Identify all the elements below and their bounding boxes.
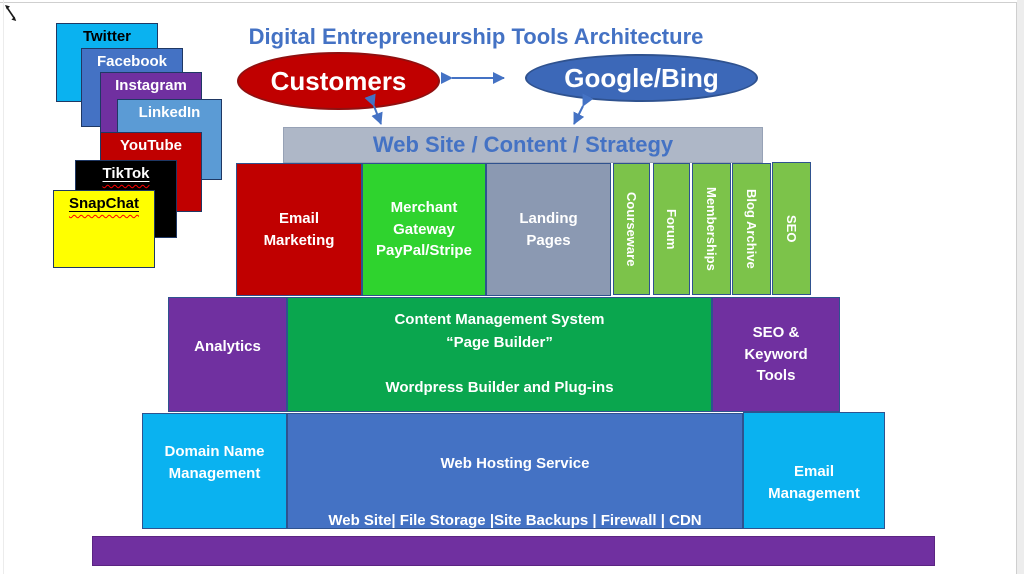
analytics-label: Analytics: [194, 338, 261, 355]
social-label-youtube: YouTube: [120, 137, 182, 154]
email-management-box[interactable]: Email Management: [743, 412, 885, 529]
arrow-customers-website: [364, 93, 383, 125]
slide-top-edge: [0, 2, 1017, 3]
tab-seo-label: SEO: [784, 214, 799, 243]
social-label-tiktok: TikTok: [102, 165, 150, 182]
social-box-snapchat[interactable]: SnapChat: [53, 190, 155, 268]
spellcheck-underline: TikTok: [103, 165, 150, 182]
strategy-bar[interactable]: Web Site / Content / Strategy: [283, 127, 763, 163]
tab-memberships[interactable]: Memberships: [692, 163, 731, 295]
tab-blog-archive[interactable]: Blog Archive: [732, 163, 771, 295]
seo-keyword-tools-label: SEO & Keyword Tools: [744, 323, 808, 385]
slide-right-edge: [1016, 2, 1017, 574]
email-marketing-box[interactable]: Email Marketing: [236, 163, 362, 296]
web-hosting-items: Web Site| File Storage |Site Backups | F…: [328, 512, 702, 530]
window-right-margin: [1017, 0, 1024, 574]
page-title: Digital Entrepreneurship Tools Architect…: [248, 24, 704, 49]
slide-left-edge: [3, 0, 4, 574]
social-label-instagram: Instagram: [115, 77, 187, 94]
merchant-gateway-label: Merchant Gateway PayPal/Stripe: [376, 198, 472, 260]
mouse-cursor-icon: [5, 5, 17, 21]
arrow-google-website: [573, 93, 594, 125]
tab-seo[interactable]: SEO: [772, 162, 811, 295]
email-marketing-label: Email Marketing: [263, 209, 335, 249]
base-bar[interactable]: [92, 536, 935, 566]
tab-forum-label: Forum: [664, 208, 679, 250]
email-management-label: Email Management: [768, 463, 860, 502]
landing-pages-label: Landing Pages: [519, 209, 578, 249]
tab-blog-archive-label: Blog Archive: [744, 189, 759, 269]
web-hosting-box[interactable]: Web Hosting Service Web Site| File Stora…: [287, 413, 743, 529]
tab-courseware[interactable]: Courseware: [613, 163, 650, 295]
strategy-bar-label: Web Site / Content / Strategy: [372, 132, 674, 157]
analytics-box[interactable]: Analytics: [168, 297, 287, 412]
social-label-snapchat: SnapChat: [68, 195, 139, 212]
customers-label: Customers: [270, 65, 407, 96]
tab-memberships-label: Memberships: [704, 187, 719, 271]
tab-courseware-label: Courseware: [624, 191, 639, 267]
tab-forum[interactable]: Forum: [653, 163, 690, 295]
customers-ellipse[interactable]: Customers: [237, 52, 440, 110]
merchant-gateway-box[interactable]: Merchant Gateway PayPal/Stripe: [362, 163, 486, 296]
search-engines-label: Google/Bing: [564, 62, 719, 93]
social-label-facebook: Facebook: [96, 53, 168, 70]
web-hosting-title: Web Hosting Service: [440, 454, 590, 472]
search-engines-ellipse[interactable]: Google/Bing: [525, 54, 758, 102]
cms-box[interactable]: Content Management System “Page Builder”…: [287, 297, 712, 412]
landing-pages-box[interactable]: Landing Pages: [486, 163, 611, 296]
domain-management-label: Domain Name Management: [164, 443, 265, 482]
social-label-linkedin: LinkedIn: [138, 104, 201, 121]
domain-management-box[interactable]: Domain Name Management: [142, 413, 287, 529]
cms-label: Content Management System “Page Builder”…: [385, 311, 614, 396]
spellcheck-underline: SnapChat: [69, 195, 139, 212]
social-label-twitter: Twitter: [82, 28, 132, 45]
seo-keyword-tools-box[interactable]: SEO & Keyword Tools: [712, 297, 840, 412]
